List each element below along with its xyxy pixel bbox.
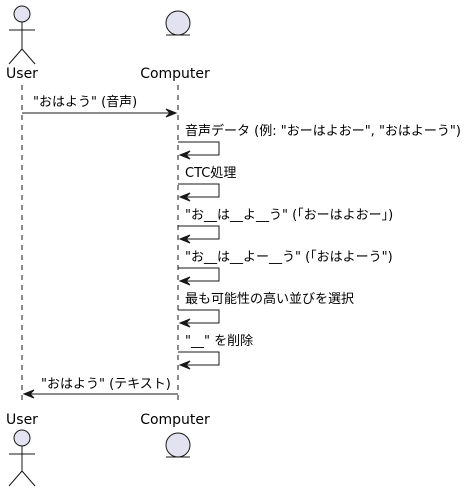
- user-label-top: User: [6, 66, 38, 82]
- message-ctc-processing: CTC処理: [178, 166, 236, 202]
- user-label-bottom: User: [6, 412, 38, 428]
- message-label: CTC処理: [185, 166, 236, 181]
- arrow-head-icon: [178, 234, 191, 244]
- message-label: "お__は__よ__う" (「おーはよおー」): [185, 208, 393, 223]
- computer-label-top: Computer: [140, 66, 210, 82]
- message-audio-data: 音声データ (例: "おーはよおー", "おはよーう"): [178, 123, 461, 160]
- arrow-head-icon: [165, 108, 178, 118]
- actor-icon: [8, 5, 36, 65]
- message-label: "__" を削除: [185, 334, 253, 349]
- arrow-head-icon: [22, 389, 35, 399]
- computer-entity-top: Computer: [140, 10, 210, 82]
- entity-icon: [165, 10, 191, 36]
- message-label: 音声データ (例: "おーはよおー", "おはよーう"): [185, 123, 461, 139]
- arrow-head-icon: [178, 360, 191, 370]
- user-actor-bottom: User: [6, 412, 38, 487]
- message-select-best: 最も可能性の高い並びを選択: [178, 291, 354, 328]
- arrow-head-icon: [178, 192, 191, 202]
- message-label: "おはよう" (テキスト): [41, 377, 171, 392]
- message-label: 最も可能性の高い並びを選択: [185, 291, 354, 307]
- arrow-head-icon: [178, 318, 191, 328]
- message-voice-input: "おはよう" (音声): [22, 94, 178, 118]
- message-label: "お__は__よー__う" (「おはよーう"): [185, 250, 393, 265]
- message-text-output: "おはよう" (テキスト): [22, 377, 178, 399]
- user-actor-top: User: [6, 5, 38, 82]
- arrow-head-icon: [178, 276, 191, 286]
- message-alignment-1: "お__は__よ__う" (「おーはよおー」): [178, 208, 393, 244]
- entity-icon: [165, 432, 191, 458]
- arrow-head-icon: [178, 150, 191, 160]
- actor-icon: [8, 429, 36, 487]
- message-alignment-2: "お__は__よー__う" (「おはよーう"): [178, 250, 393, 286]
- computer-entity-bottom: Computer: [140, 412, 210, 458]
- computer-label-bottom: Computer: [140, 412, 210, 428]
- message-remove-blank: "__" を削除: [178, 334, 253, 370]
- message-label: "おはよう" (音声): [33, 94, 137, 110]
